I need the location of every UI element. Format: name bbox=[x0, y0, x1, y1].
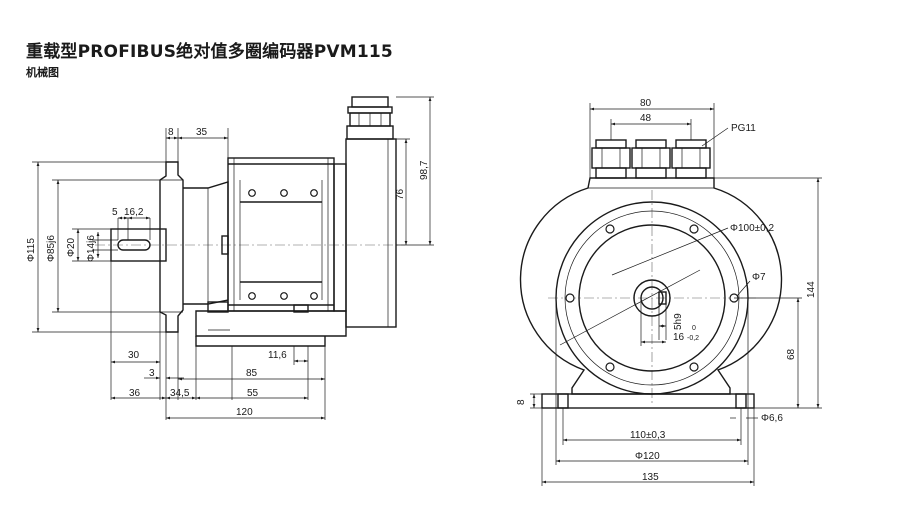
dim-5: 5 bbox=[112, 207, 118, 218]
dim-phi20: Φ20 bbox=[66, 237, 77, 257]
dim-3: 3 bbox=[149, 368, 155, 379]
dim-34-5: 34,5 bbox=[170, 388, 190, 399]
dim-36: 36 bbox=[129, 388, 141, 399]
dim-16-2: 16,2 bbox=[124, 207, 144, 218]
dim-68: 68 bbox=[786, 348, 797, 360]
dim-98-7: 98,7 bbox=[419, 160, 430, 180]
dim-phi7: Φ7 bbox=[752, 272, 766, 283]
mounting-foot-side bbox=[195, 301, 347, 347]
dim-55: 55 bbox=[247, 388, 259, 399]
dim-120: 120 bbox=[236, 407, 253, 418]
dim-135: 135 bbox=[642, 472, 659, 483]
hub bbox=[633, 279, 671, 317]
encoder-body bbox=[221, 157, 335, 312]
side-dimension-texts: 8 35 5 16,2 Φ115 Φ85j6 Φ20 Φ14j6 98,7 76… bbox=[26, 127, 430, 418]
front-dimension-lines bbox=[532, 107, 820, 484]
key-slot bbox=[658, 291, 667, 305]
dim-110: 110±0,3 bbox=[630, 430, 666, 441]
dim-5h9: 5h9 bbox=[673, 313, 684, 330]
dim-76: 76 bbox=[395, 188, 406, 200]
dim-tol-upper: 0 bbox=[692, 325, 696, 332]
dim-phi115: Φ115 bbox=[26, 238, 37, 262]
dim-phi6-6: Φ6,6 bbox=[761, 413, 783, 424]
mounting-foot-front bbox=[541, 393, 755, 409]
rear-cap bbox=[333, 138, 397, 328]
side-view: 8 35 5 16,2 Φ115 Φ85j6 Φ20 Φ14j6 98,7 76… bbox=[26, 96, 434, 420]
cable-gland-side bbox=[346, 96, 394, 140]
dim-phi100: Φ100±0,2 bbox=[730, 223, 774, 234]
cable-glands-front bbox=[591, 139, 711, 179]
dim-30: 30 bbox=[128, 350, 140, 361]
dim-48: 48 bbox=[640, 113, 652, 124]
dim-16: 16 bbox=[673, 332, 685, 343]
page-title: 重载型PROFIBUS绝对值多圈编码器PVM115 bbox=[26, 42, 393, 62]
label-pg11: PG11 bbox=[731, 123, 756, 134]
dim-tol-lower: -0,2 bbox=[687, 335, 699, 342]
side-extension-lines bbox=[32, 96, 434, 420]
front-extension-lines bbox=[530, 103, 822, 486]
side-dimension-lines bbox=[36, 97, 432, 420]
page-subtitle: 机械图 bbox=[26, 66, 59, 79]
dim-80: 80 bbox=[640, 98, 652, 109]
housing-outline bbox=[519, 177, 783, 395]
front-view: 80 48 PG11 Φ100±0,2 Φ7 144 5h9 0 16 -0,2… bbox=[516, 98, 822, 486]
inner-ring bbox=[578, 224, 726, 372]
dim-144: 144 bbox=[806, 281, 817, 298]
dim-8-front: 8 bbox=[516, 399, 527, 405]
flange bbox=[159, 161, 184, 333]
dim-phi120: Φ120 bbox=[635, 451, 660, 462]
front-dimension-texts: 80 48 PG11 Φ100±0,2 Φ7 144 5h9 0 16 -0,2… bbox=[516, 98, 817, 483]
dim-85: 85 bbox=[246, 368, 258, 379]
mounting-holes bbox=[565, 224, 739, 372]
flange-neck bbox=[183, 164, 229, 305]
dim-11-6: 11,6 bbox=[268, 350, 287, 361]
dim-35: 35 bbox=[196, 127, 208, 138]
dim-phi85j6: Φ85j6 bbox=[46, 235, 57, 262]
dim-8: 8 bbox=[168, 127, 174, 138]
dim-phi14j6: Φ14j6 bbox=[86, 235, 97, 262]
